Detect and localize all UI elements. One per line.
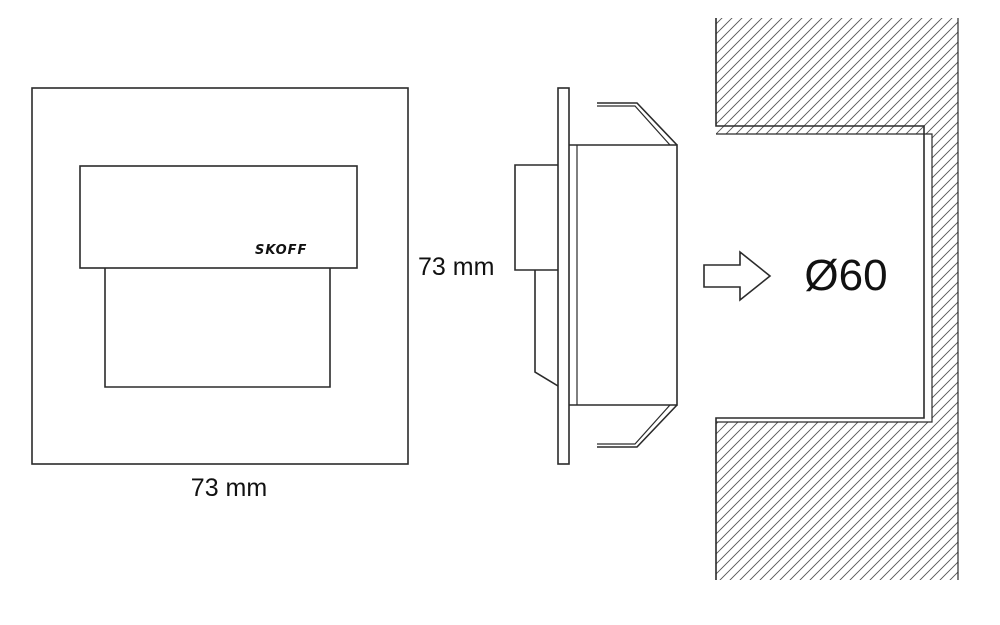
insertion-arrow bbox=[703, 250, 772, 302]
front-view: SKOFF 73 mm bbox=[31, 87, 409, 502]
height-dimension-label: 73 mm bbox=[418, 253, 494, 281]
lower-protrusion bbox=[534, 270, 559, 387]
lower-spring-clip-inner bbox=[597, 404, 671, 445]
wall-hatching bbox=[716, 18, 958, 580]
lower-spring-clip bbox=[597, 404, 678, 448]
upper-spring-clip bbox=[597, 102, 678, 146]
brand-logo: SKOFF bbox=[255, 243, 307, 258]
housing-body bbox=[569, 144, 678, 406]
wall-section: Ø60 bbox=[715, 18, 959, 580]
front-plate-outline bbox=[31, 87, 409, 465]
upper-spring-clip-inner bbox=[597, 105, 671, 146]
hole-diameter-label: Ø60 bbox=[804, 251, 887, 300]
side-plate bbox=[557, 87, 570, 465]
side-view: 73 mm bbox=[418, 87, 678, 465]
width-dimension-label: 73 mm bbox=[191, 474, 267, 502]
light-diffuser-bottom bbox=[104, 268, 331, 388]
wall-inner-line bbox=[716, 133, 933, 423]
light-diffuser-top bbox=[79, 165, 358, 269]
arrow-icon bbox=[703, 250, 772, 302]
wall-outline bbox=[715, 18, 925, 580]
front-protrusion bbox=[514, 164, 558, 271]
